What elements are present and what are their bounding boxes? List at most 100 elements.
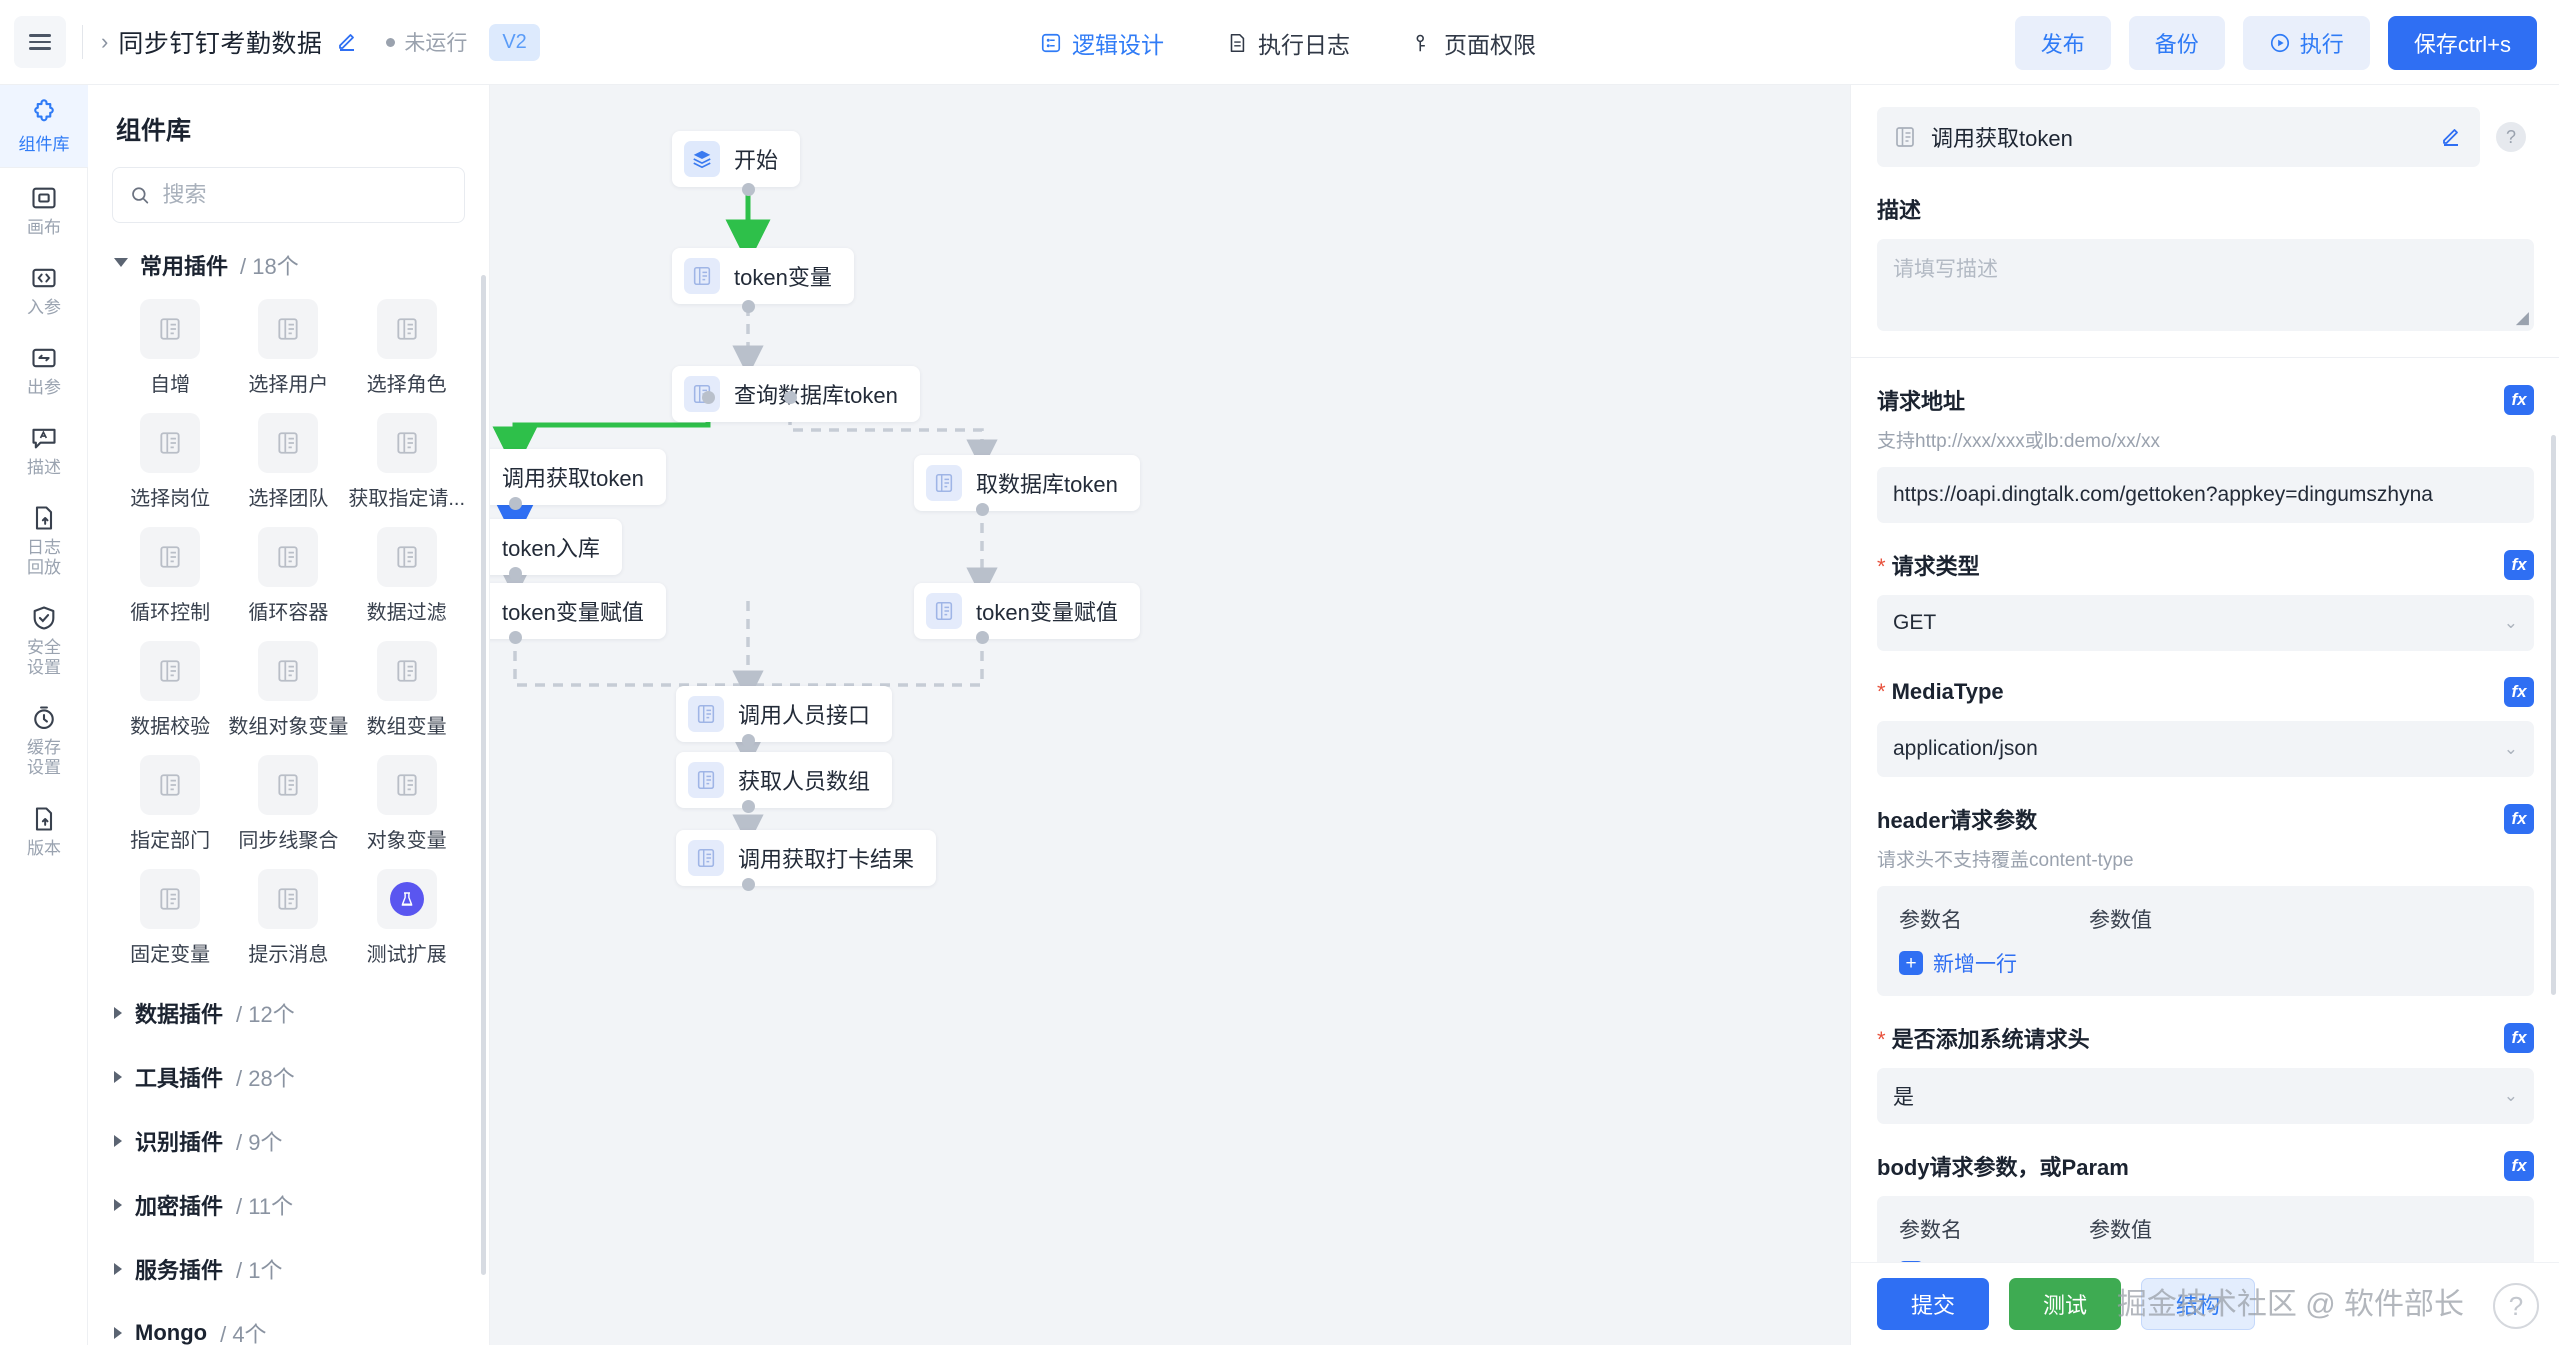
header-params-table: 参数名 参数值 + 新增一行 (1877, 886, 2534, 996)
plugin-item[interactable]: 数组对象变量 (228, 641, 348, 739)
rail-item-log-replay[interactable]: 日志 回放 (0, 490, 88, 590)
fx-button-body[interactable]: fx (2504, 1151, 2534, 1181)
plugin-item[interactable]: 数据过滤 (348, 527, 465, 625)
plugin-item[interactable]: 提示消息 (228, 869, 348, 967)
category-service-plugins[interactable]: 服务插件 / 1个 (88, 1237, 489, 1301)
pencil-icon[interactable] (336, 28, 360, 57)
test-button[interactable]: 测试 (2009, 1278, 2122, 1330)
plugin-item[interactable]: 循环控制 (112, 527, 228, 625)
node-port[interactable] (742, 300, 755, 313)
submit-button[interactable]: 提交 (1877, 1278, 1990, 1330)
url-input[interactable]: https://oapi.dingtalk.com/gettoken?appke… (1877, 467, 2534, 523)
plugin-item[interactable]: 指定部门 (112, 755, 228, 853)
publish-button[interactable]: 发布 (2014, 15, 2111, 70)
hamburger-menu-icon[interactable] (14, 16, 66, 68)
tab-page-permission[interactable]: 页面权限 (1412, 26, 1536, 60)
flow-node-get-person-array[interactable]: 获取人员数组 (676, 752, 893, 808)
node-name-field[interactable]: 调用获取token (1877, 107, 2480, 167)
flow-node-start[interactable]: 开始 (672, 131, 801, 187)
flow-canvas[interactable]: 开始 token变量 查询数据库token 调用获取token (490, 85, 1850, 1345)
save-button[interactable]: 保存ctrl+s (2387, 15, 2537, 70)
node-port[interactable] (742, 878, 755, 891)
input-params-icon (32, 268, 56, 288)
backup-button[interactable]: 备份 (2128, 15, 2225, 70)
plugin-item[interactable]: 循环容器 (228, 527, 348, 625)
plugin-item[interactable]: 数据校验 (112, 641, 228, 739)
category-tool-plugins[interactable]: 工具插件 / 28个 (88, 1045, 489, 1109)
resize-grip-icon[interactable]: ◢ (2515, 308, 2529, 327)
rail-item-output-params[interactable]: 出参 (0, 330, 88, 410)
node-port[interactable] (742, 800, 755, 813)
plugin-item[interactable]: 对象变量 (348, 755, 465, 853)
rail-item-description[interactable]: 描述 (0, 410, 88, 490)
flow-node-get-db-token[interactable]: 取数据库token (914, 455, 1140, 511)
library-scrollbar[interactable] (481, 275, 486, 1275)
question-icon[interactable]: ? (2496, 122, 2526, 152)
flow-node-call-clock-result[interactable]: 调用获取打卡结果 (676, 830, 937, 886)
node-port[interactable] (509, 497, 522, 510)
fx-button-header[interactable]: fx (2504, 804, 2534, 834)
fx-button-system-header[interactable]: fx (2504, 1023, 2534, 1053)
node-port[interactable] (509, 631, 522, 644)
node-port[interactable] (742, 734, 755, 747)
category-name: 识别插件 (135, 1130, 224, 1155)
flow-node-call-person-api[interactable]: 调用人员接口 (676, 686, 893, 742)
plugin-group-common[interactable]: 常用插件 / 18个 (88, 223, 489, 281)
fx-button-media-type[interactable]: fx (2504, 677, 2534, 707)
properties-scrollbar[interactable] (2551, 435, 2556, 995)
node-port[interactable] (976, 631, 989, 644)
flow-node-token-assign-left[interactable]: token变量赋值 (490, 583, 666, 639)
tab-logic-design[interactable]: 逻辑设计 (1040, 26, 1164, 60)
category-encryption-plugins[interactable]: 加密插件 / 11个 (88, 1173, 489, 1237)
node-name-value: 调用获取token (1931, 126, 2073, 151)
category-data-plugins[interactable]: 数据插件 / 12个 (88, 981, 489, 1045)
node-port[interactable] (976, 503, 989, 516)
rail-item-version[interactable]: 版本 (0, 791, 88, 871)
run-button[interactable]: 执行 (2242, 15, 2370, 70)
add-header-row-button[interactable]: + 新增一行 (1899, 948, 2512, 978)
system-header-select[interactable]: 是 ⌄ (1877, 1068, 2534, 1124)
properties-footer: 提交 测试 结构 (1851, 1262, 2559, 1345)
rail-item-canvas[interactable]: 画布 (0, 170, 88, 250)
plugin-item[interactable]: 选择团队 (228, 413, 348, 511)
plugin-item[interactable]: 选择岗位 (112, 413, 228, 511)
fx-button-method[interactable]: fx (2504, 550, 2534, 580)
flow-node-call-get-token[interactable]: 调用获取token (490, 449, 666, 505)
media-type-select[interactable]: application/json ⌄ (1877, 721, 2534, 777)
category-mongo[interactable]: Mongo / 4个 (88, 1301, 489, 1345)
plugin-item[interactable]: 自增 (112, 299, 228, 397)
flow-node-token-insert[interactable]: token入库 (490, 519, 622, 575)
plugin-item[interactable]: 选择用户 (228, 299, 348, 397)
structure-button[interactable]: 结构 (2141, 1278, 2256, 1330)
flow-node-token-assign-right[interactable]: token变量赋值 (914, 583, 1140, 639)
search-box[interactable] (112, 167, 465, 223)
chevron-down-icon: ⌄ (2503, 1086, 2518, 1105)
version-badge[interactable]: V2 (489, 23, 540, 61)
node-port[interactable] (742, 183, 755, 196)
plugin-item[interactable]: 固定变量 (112, 869, 228, 967)
description-textarea[interactable]: 请填写描述 ◢ (1877, 239, 2534, 331)
search-input[interactable] (162, 182, 448, 208)
plugin-item[interactable]: 获取指定请... (348, 413, 465, 511)
flow-node-token-variable[interactable]: token变量 (672, 248, 854, 304)
breadcrumb-chevron-icon[interactable]: › (101, 29, 109, 54)
node-port[interactable] (509, 567, 522, 580)
rail-item-security-settings[interactable]: 安全 设置 (0, 590, 88, 690)
plugin-item[interactable]: 同步线聚合 (228, 755, 348, 853)
rail-item-component-library[interactable]: 组件库 (0, 85, 88, 168)
help-fab-icon[interactable]: ? (2493, 1283, 2539, 1329)
plugin-item[interactable]: 选择角色 (348, 299, 465, 397)
rail-item-input-params[interactable]: 入参 (0, 250, 88, 330)
pencil-icon[interactable] (2440, 123, 2464, 152)
node-port[interactable] (702, 391, 715, 404)
fx-button-url[interactable]: fx (2504, 385, 2534, 415)
node-port[interactable] (784, 391, 797, 404)
method-select[interactable]: GET ⌄ (1877, 595, 2534, 651)
add-body-row-button[interactable]: + 新增一行 (1899, 1258, 2512, 1262)
plugin-item[interactable]: 数组变量 (348, 641, 465, 739)
rail-item-cache-settings[interactable]: 缓存 设置 (0, 690, 88, 790)
plugin-item-test-extension[interactable]: 测试扩展 (348, 869, 465, 967)
canvas-icon (32, 187, 56, 209)
category-recognition-plugins[interactable]: 识别插件 / 9个 (88, 1109, 489, 1173)
tab-exec-log[interactable]: 执行日志 (1226, 26, 1350, 60)
